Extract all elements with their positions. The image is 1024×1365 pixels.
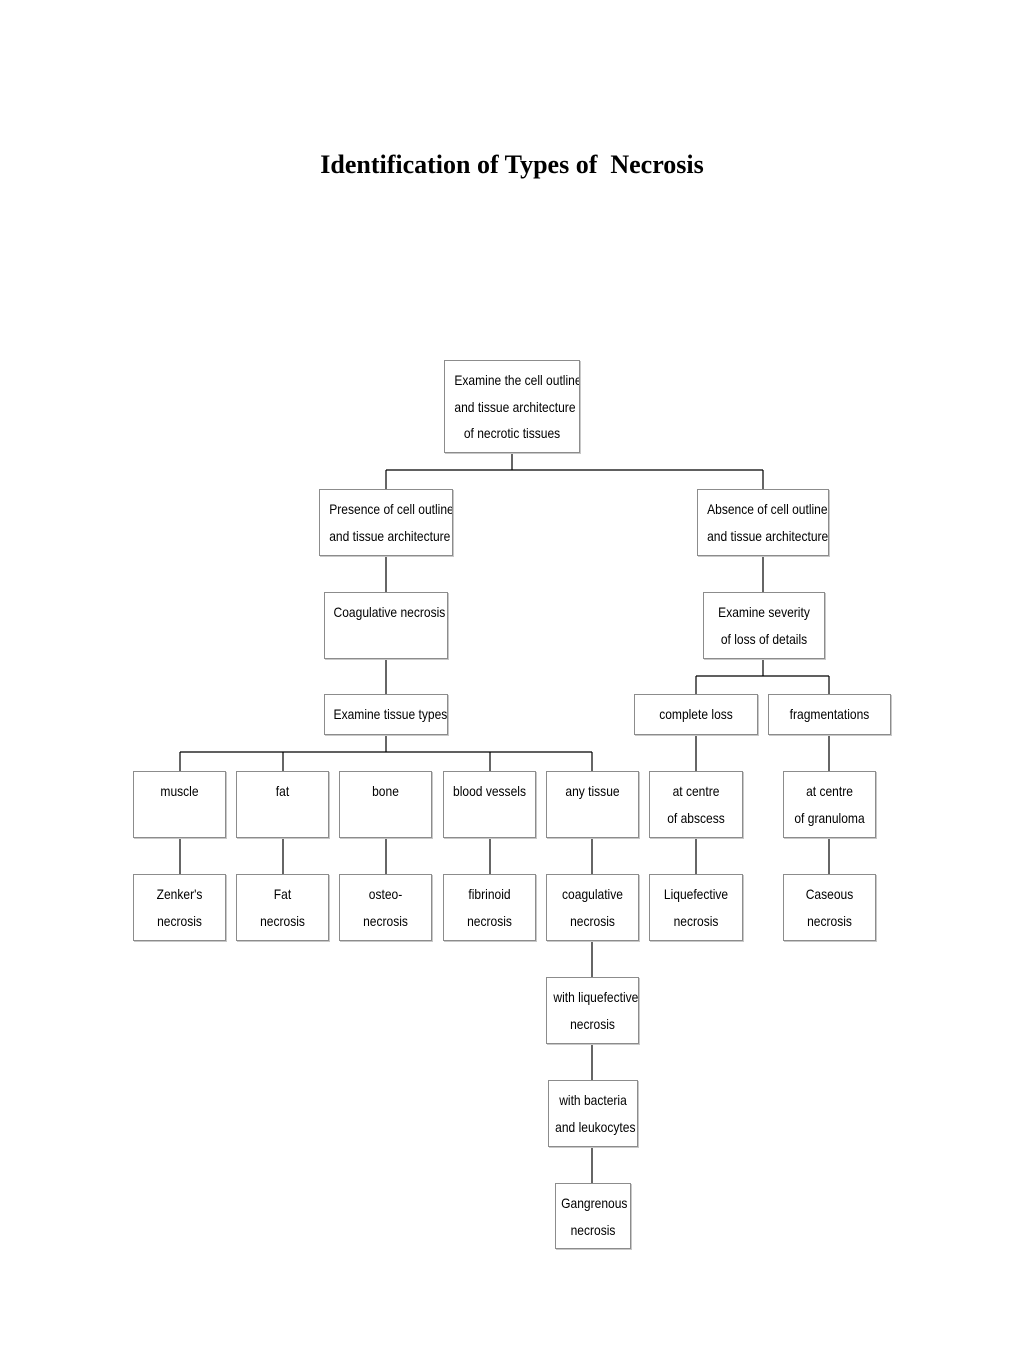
node-examine-tissue-types: Examine tissue types [324,694,448,735]
node-osteo-necrosis: osteo-necrosis [339,874,432,941]
node-fragmentations: fragmentations [768,694,891,735]
node-muscle: muscle [133,771,226,838]
node-blood-vessels: blood vessels [443,771,536,838]
page-title: Identification of Types of Necrosis [320,150,704,179]
node-fat: fat [236,771,329,838]
node-any-tissue: any tissue [546,771,639,838]
node-bone: bone [339,771,432,838]
node-coagulative-necrosis-top: Coagulative necrosis [324,592,448,659]
node-complete-loss: complete loss [634,694,758,735]
